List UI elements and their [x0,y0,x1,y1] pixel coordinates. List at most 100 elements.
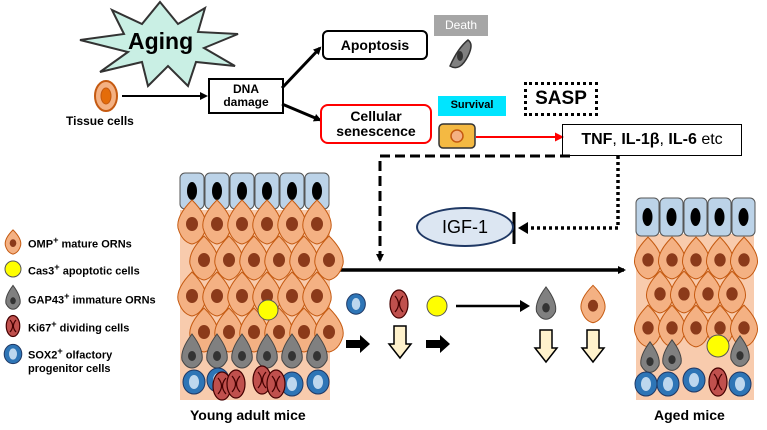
omp-nucleus [738,253,750,267]
cell-fate-sequence [346,284,606,364]
tissue-cell-icon [94,80,118,112]
omp-nucleus [211,217,223,231]
omp-nucleus [248,253,260,267]
young-mice-label: Young adult mice [190,407,306,423]
legend-gap43-post: immature ORNs [69,294,156,307]
ki67-chromatin [231,375,241,393]
omp-nucleus [642,253,654,267]
death-badge: Death [434,15,488,36]
sox2-nucleus [9,348,17,360]
omp-nucleus [678,287,690,301]
young-tissue-illustration [177,172,344,401]
cytokine-il1b: IL-1β [621,130,660,148]
cas3-cell [426,295,448,317]
omp-nucleus [211,289,223,303]
arrow-dna-to-apoptosis [280,46,322,90]
downward-block-arrow [580,329,606,364]
sustentacular-nucleus [714,208,725,226]
legend-cas3: Cas3+ apoptotic cells [28,262,140,279]
sustentacular-nucleus [287,182,297,200]
omp-nucleus [223,325,235,339]
legend-cas3-pre: Cas3 [28,265,55,278]
igf1-ellipse: IGF-1 [416,207,514,247]
dashed-arrow-sasp-to-tissue [376,154,570,262]
gap43-nucleus [542,303,550,313]
ki67-chromatin [713,373,723,391]
legend-icons [3,229,23,365]
sustentacular-nucleus [690,208,701,226]
omp-nucleus [198,325,210,339]
right-block-arrow [426,335,450,353]
legend-ki67-post: dividing cells [56,322,130,335]
sox2-nucleus [313,375,323,389]
cytokine-tnf: TNF [581,130,613,148]
dotted-inhibition-path [522,156,620,230]
cas3-cell [706,334,730,358]
senescence-box: Cellular senescence [320,104,432,144]
legend-gap43: GAP43+ immature ORNs [28,291,156,308]
omp-nucleus [726,287,738,301]
gap43-nucleus [188,351,196,361]
omp-nucleus [298,325,310,339]
omp-nucleus [186,217,198,231]
omp-nucleus [587,299,599,312]
sustentacular-nucleus [237,182,247,200]
omp-nucleus [261,289,273,303]
omp-nucleus [666,253,678,267]
legend-sox2-post2: progenitor cells [28,362,111,375]
sustentacular-nucleus [738,208,749,226]
gap43-nucleus [263,351,271,361]
arrow-dna-to-senescence [281,102,322,122]
gap43-nucleus [668,355,676,365]
sustentacular-nucleus [187,182,197,200]
omp-nucleus [702,287,714,301]
gap43-nucleus [288,351,296,361]
aging-label: Aging [128,28,194,54]
sox2-nucleus [689,373,699,387]
legend-sox2-pre: SOX2 [28,349,58,362]
legend-cas3-post: apoptotic cells [59,265,140,278]
cytokine-etc: etc [701,130,723,148]
legend-ki67-pre: Ki67 [28,322,52,335]
omp-nucleus [654,287,666,301]
right-block-arrow [346,335,370,353]
aged-mice-label: Aged mice [654,407,725,423]
omp-nucleus [223,253,235,267]
aged-tissue-illustration [633,197,759,400]
omp-nucleus [286,289,298,303]
ki67-chromatin [271,375,281,393]
igf1-label: IGF-1 [441,216,488,237]
omp-nucleus [236,217,248,231]
gap43-nucleus [313,351,321,361]
legend-gap43-pre: GAP43 [28,294,65,307]
omp-nucleus [738,321,750,335]
legend-omp-pre: OMP [28,238,54,251]
sustentacular-nucleus [642,208,653,226]
ki67-chromatin [257,371,267,389]
omp-nucleus [714,321,726,335]
legend-omp: OMP+ mature ORNs [28,235,132,252]
omp-nucleus [273,253,285,267]
omp-nucleus [714,253,726,267]
sox2-nucleus [287,377,297,391]
omp-nucleus [286,217,298,231]
death-label: Death [444,18,478,33]
legend-sox2-sup: + [57,346,63,356]
legend-ki67-sup: + [51,319,57,329]
sustentacular-nucleus [666,208,677,226]
legend-ki67: Ki67+ dividing cells [28,319,129,336]
dna-damage-box: DNA damage [208,78,284,114]
omp-nucleus [261,217,273,231]
tissue-cells-label: Tissue cells [66,114,134,128]
legend-omp-sup: + [53,235,59,245]
sustentacular-nucleus [262,182,272,200]
sox2-nucleus [351,298,361,310]
omp-nucleus [9,239,17,247]
omp-nucleus [642,321,654,335]
omp-nucleus [248,325,260,339]
sasp-box: SASP [524,82,598,116]
cytokine-box: TNF, IL-1β, IL-6 etc [562,124,742,156]
gap43-nucleus [213,351,221,361]
